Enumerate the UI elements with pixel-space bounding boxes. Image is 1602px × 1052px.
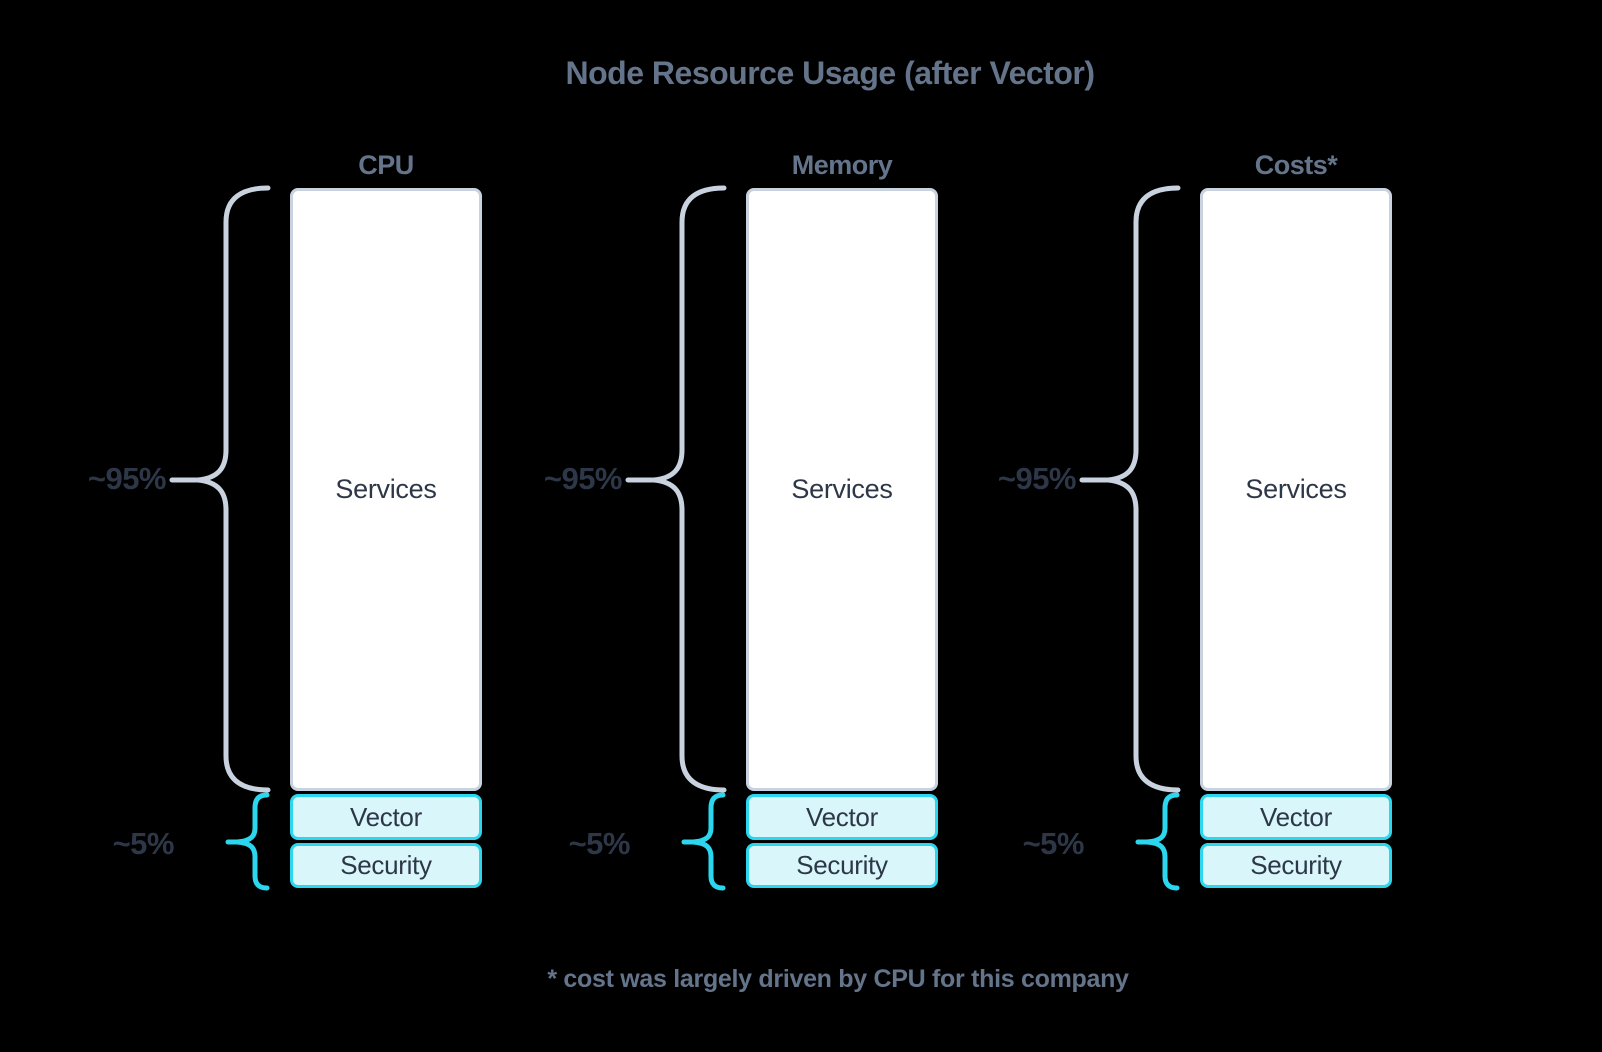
services-segment: Services: [1200, 188, 1392, 791]
vector-segment: Vector: [290, 794, 482, 840]
services-segment: Services: [746, 188, 938, 791]
pct-services-label: ~95%: [87, 461, 167, 496]
brace-5-icon: [692, 792, 726, 891]
column-cpu: CPU Services Vector Security ~95% ~5%: [0, 0, 700, 1052]
footnote: * cost was largely driven by CPU for thi…: [547, 965, 1129, 993]
column-label: Costs*: [1254, 150, 1338, 180]
vector-segment-label: Vector: [350, 801, 422, 832]
column-label: Memory: [791, 150, 893, 180]
chart-title: Node Resource Usage (after Vector): [565, 55, 1095, 91]
security-segment: Security: [290, 843, 482, 888]
services-segment-label: Services: [335, 474, 437, 504]
services-segment: Services: [290, 188, 482, 791]
column-costs: Costs* Services Vector Security ~95% ~5%: [910, 0, 1602, 1052]
vector-segment-label: Vector: [1260, 801, 1332, 832]
pct-small-label: ~5%: [568, 826, 631, 861]
vector-segment-label: Vector: [806, 801, 878, 832]
security-segment-label: Security: [796, 850, 888, 880]
brace-5-icon: [236, 792, 270, 891]
brace-group: [1079, 185, 1181, 891]
brace-group: [625, 185, 727, 891]
brace-group: [169, 185, 271, 891]
brace-95-icon: [653, 185, 727, 793]
security-segment: Security: [746, 843, 938, 888]
column-memory: Memory Services Vector Security ~95% ~5%: [456, 0, 1156, 1052]
brace-95-icon: [197, 185, 271, 793]
security-segment-label: Security: [1250, 850, 1342, 880]
vector-segment: Vector: [746, 794, 938, 840]
brace-5-icon: [1146, 792, 1180, 891]
pct-small-label: ~5%: [112, 826, 175, 861]
security-segment-label: Security: [340, 850, 432, 880]
column-label: CPU: [358, 150, 414, 180]
brace-95-icon: [1107, 185, 1181, 793]
security-segment: Security: [1200, 843, 1392, 888]
services-segment-label: Services: [1245, 474, 1347, 504]
pct-services-label: ~95%: [543, 461, 623, 496]
services-segment-label: Services: [791, 474, 893, 504]
pct-services-label: ~95%: [997, 461, 1077, 496]
pct-small-label: ~5%: [1022, 826, 1085, 861]
vector-segment: Vector: [1200, 794, 1392, 840]
